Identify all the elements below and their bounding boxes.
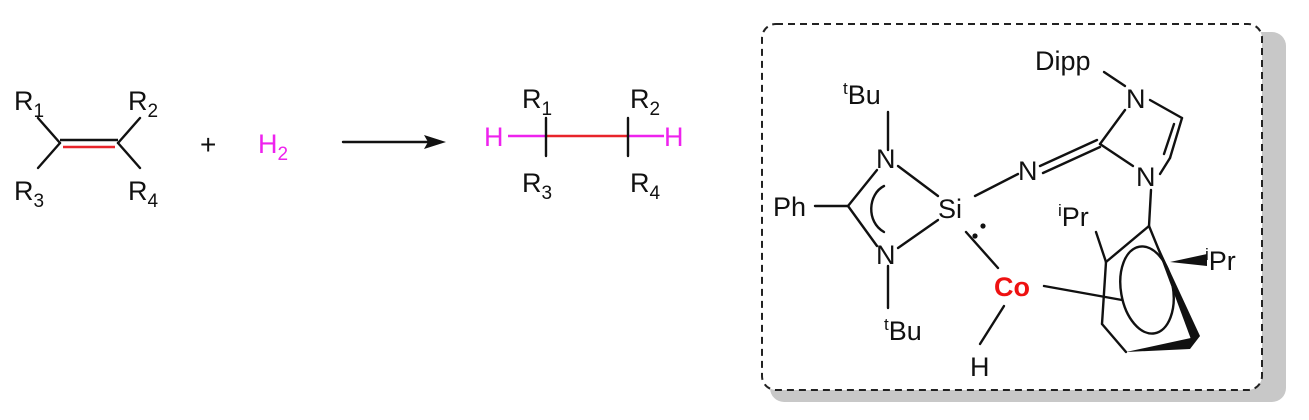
- amidinate-n-bottom: N: [876, 240, 896, 270]
- dipp-label: Dipp: [1035, 46, 1091, 76]
- amidinate-delocalization-arc: [870, 184, 886, 234]
- reactant-alkene: R1 R2 R3 R4: [14, 86, 159, 212]
- reactant-bond-r4: [116, 141, 142, 170]
- reactant-bond-r2: [116, 116, 142, 145]
- product-r1-label: R1: [522, 84, 552, 120]
- product-h-left: H: [484, 122, 504, 152]
- co-h-bond: [978, 304, 1006, 346]
- aryl-aromatic-circle: [1119, 245, 1175, 335]
- co-arene-bond: [1042, 284, 1124, 302]
- si-co-bond: [964, 230, 1000, 270]
- amidinate-n-top: N: [876, 144, 896, 174]
- aryl-ring: iPr iPr: [1058, 201, 1236, 354]
- ipr-left-bond: [1094, 230, 1108, 264]
- cobalt-atom: Co: [994, 272, 1030, 302]
- ipr-left-label: iPr: [1058, 201, 1089, 232]
- product-alkane: H H R1 R2 R3 R4: [484, 84, 684, 204]
- plus-sign: +: [200, 129, 216, 160]
- si-lone-pair-dot-2: [980, 223, 986, 229]
- ipr-right-wedge: [1170, 254, 1207, 266]
- imine-double-bond-1: [1038, 138, 1099, 168]
- imine-nitrogen: N: [1018, 156, 1038, 186]
- product-r2-label: R2: [630, 84, 660, 120]
- phenyl-label: Ph: [773, 192, 806, 222]
- si-lone-pair-dot-1: [972, 233, 978, 239]
- amidinate-ligand: N N Ph tBu tBu: [773, 79, 940, 346]
- aryl-bold-edge-bottom: [1126, 336, 1200, 352]
- ipr-right-label: iPr: [1205, 245, 1236, 276]
- nhc-imidazole-ring: N N Dipp: [1035, 46, 1184, 228]
- dipp-bond: [1102, 70, 1127, 88]
- tbu-top-label: tBu: [843, 79, 881, 110]
- imine-double-bond-2: [1041, 145, 1102, 175]
- reactant-bond-r3: [36, 141, 62, 170]
- hydride-label: H: [970, 352, 990, 382]
- reactant-r4-label: R4: [128, 176, 159, 212]
- nhc-nitrogen-top: N: [1126, 84, 1146, 114]
- si-n-bond: [973, 172, 1020, 198]
- reaction-arrow: [341, 135, 446, 149]
- hydrogen-molecule: H2: [258, 129, 288, 165]
- n-aryl-bond: [1147, 188, 1153, 228]
- reactant-r1-label: R1: [14, 86, 44, 122]
- catalyst-structure: N N Ph tBu tBu Si N N N Dipp: [761, 23, 1286, 402]
- tbu-bottom-label: tBu: [884, 315, 922, 346]
- product-r4-label: R4: [630, 168, 661, 204]
- reactant-r3-label: R3: [14, 176, 44, 212]
- reactant-r2-label: R2: [128, 86, 158, 122]
- silicon-atom: Si: [938, 194, 962, 224]
- product-h-right: H: [664, 122, 684, 152]
- nhc-nitrogen-bottom: N: [1136, 162, 1156, 192]
- reactant-bond-r1: [36, 116, 62, 145]
- product-r3-label: R3: [522, 168, 552, 204]
